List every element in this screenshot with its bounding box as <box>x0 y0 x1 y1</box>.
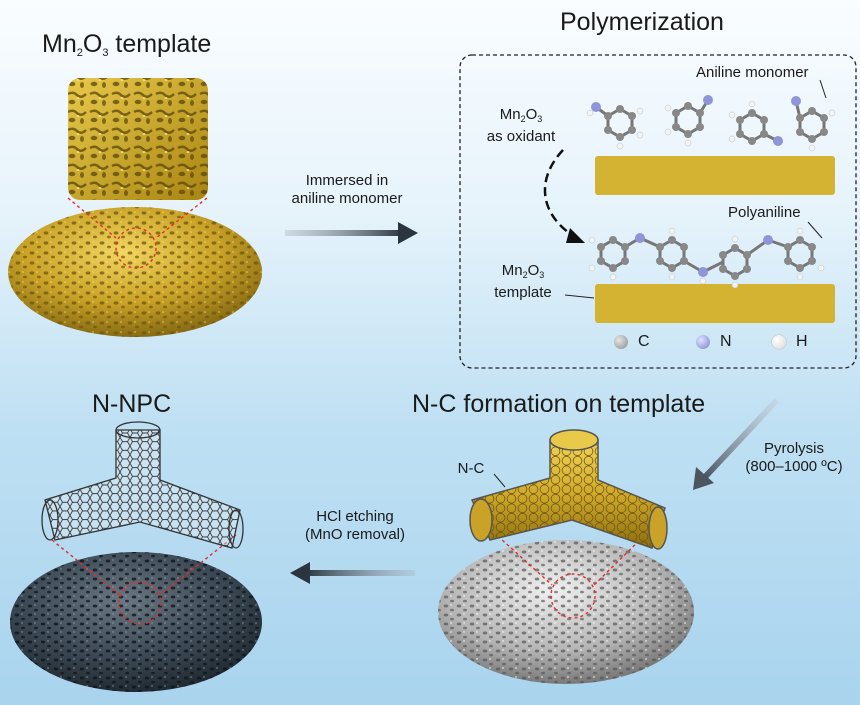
oxidant-curved-arrow <box>543 149 585 243</box>
nc-template-sphere <box>438 540 694 684</box>
legend-item-h: H <box>772 333 808 351</box>
nitrogen-atom-icon <box>696 335 710 349</box>
carbon-y-junction-mesh <box>41 421 244 549</box>
nnpc-title: N-NPC <box>92 390 172 418</box>
template-label: Mn2O3 template <box>494 262 552 301</box>
polymerization-box <box>459 54 857 369</box>
immersed-label: Immersed in aniline monomer <box>291 172 403 207</box>
nc-label: N-C <box>457 460 485 477</box>
mn2o3-template-sphere <box>8 207 262 337</box>
aniline-monomers <box>586 79 836 152</box>
carbon-atom-icon <box>614 335 628 349</box>
hcl-arrow <box>290 562 415 584</box>
template-bar-bottom <box>595 284 835 323</box>
hydrogen-atom-icon <box>772 335 786 349</box>
template-pointer <box>564 294 595 299</box>
pyrolysis-arrow <box>693 397 780 490</box>
legend-item-n: N <box>696 333 732 351</box>
mn2o3-template-title: Mn2O3 template <box>42 30 212 59</box>
polyaniline-label: Polyaniline <box>728 204 801 221</box>
polymerization-title: Polymerization <box>560 8 724 36</box>
polyaniline-atoms <box>588 227 825 289</box>
zoom-connector-lines-left <box>51 534 237 625</box>
hcl-label: HCl etching (MnO removal) <box>304 508 405 543</box>
legend-item-c: C <box>614 333 650 351</box>
nc-pointer <box>493 473 506 488</box>
aniline-monomer-label: Aniline monomer <box>696 64 809 81</box>
mn2o3-zoom-square <box>68 78 208 200</box>
nnpc-sphere <box>10 552 262 692</box>
immersed-arrow <box>285 222 418 244</box>
polyaniline-pointer <box>807 221 823 239</box>
nc-formation-title: N-C formation on template <box>412 390 706 418</box>
zoom-connector-lines <box>67 197 208 269</box>
template-bar-top <box>595 156 835 195</box>
nc-y-junction-tube <box>469 429 668 550</box>
oxidant-label: Mn2O3 as oxidant <box>486 106 556 145</box>
pyrolysis-label: Pyrolysis (800–1000 ºC) <box>745 440 843 475</box>
